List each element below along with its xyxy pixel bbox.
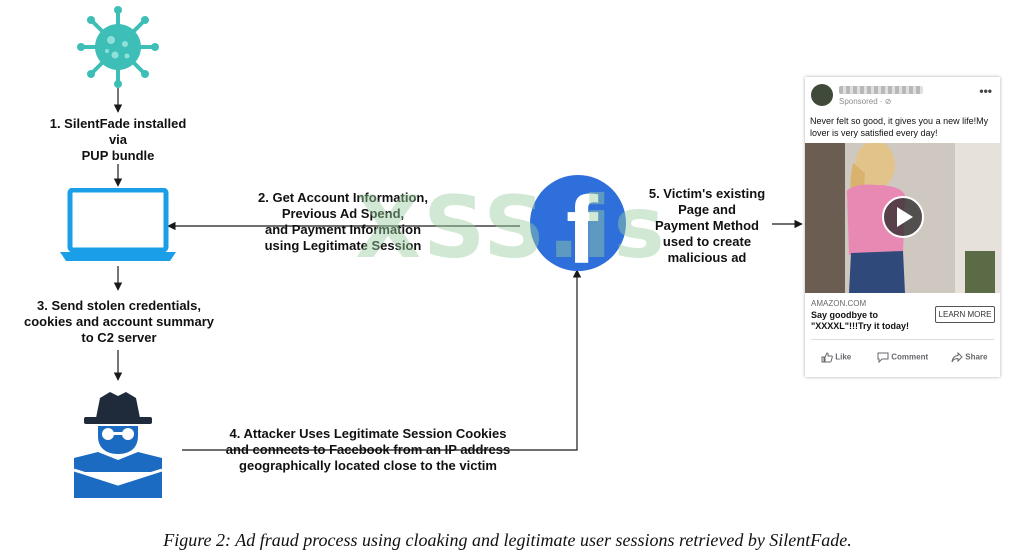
like-icon xyxy=(821,352,833,363)
step4-label: 4. Attacker Uses Legitimate Session Cook… xyxy=(188,426,548,474)
step1-line1: 1. SilentFade installed xyxy=(49,116,187,131)
step2-line3: and Payment Information xyxy=(264,222,422,237)
facebook-logo-letter: f xyxy=(566,177,598,272)
laptop-icon xyxy=(60,188,176,261)
step3-label: 3. Send stolen credentials, cookies and … xyxy=(4,298,234,346)
ad-headline: Say goodbye to "XXXXL"!!!Try it today! xyxy=(811,310,929,332)
step2-line1: 2. Get Account Information, xyxy=(258,190,428,205)
ad-avatar xyxy=(811,84,833,106)
step3-line2: cookies and account summary xyxy=(23,314,214,329)
step1-line3: PUP bundle xyxy=(81,148,155,163)
step3-line3: to C2 server xyxy=(81,330,157,345)
step2-line2: Previous Ad Spend, xyxy=(281,206,405,221)
ad-header: Sponsored · ⊘ ••• xyxy=(809,82,996,108)
share-button[interactable]: Share xyxy=(951,351,988,363)
ad-sponsored-label: Sponsored · ⊘ xyxy=(839,97,892,106)
step4-line2: and connects to Facebook from an IP addr… xyxy=(225,442,511,457)
step5-label: 5. Victim's existing Page and Payment Me… xyxy=(632,186,782,266)
malicious-ad-post: Sponsored · ⊘ ••• Never felt so good, it… xyxy=(805,77,1000,377)
step4-line3: geographically located close to the vict… xyxy=(239,458,497,473)
step1-label: 1. SilentFade installed via PUP bundle xyxy=(20,116,216,164)
comment-icon xyxy=(877,352,889,364)
ad-video-thumbnail[interactable] xyxy=(805,143,1000,293)
ad-divider xyxy=(811,339,994,340)
share-icon xyxy=(951,351,963,363)
ad-headline-line1: Say goodbye to xyxy=(811,310,879,320)
step5-line1: 5. Victim's existing xyxy=(648,186,766,201)
learn-more-button[interactable]: LEARN MORE xyxy=(935,306,995,323)
ad-headline-line2: "XXXXL"!!!Try it today! xyxy=(811,321,910,331)
facebook-logo-icon: f xyxy=(530,175,626,271)
attacker-icon xyxy=(73,392,163,498)
step4-line1: 4. Attacker Uses Legitimate Session Cook… xyxy=(229,426,507,441)
step5-line3: Payment Method xyxy=(654,218,759,233)
comment-label: Comment xyxy=(891,352,929,362)
step5-line5: malicious ad xyxy=(667,250,747,265)
step2-label: 2. Get Account Information, Previous Ad … xyxy=(228,190,458,254)
ad-video-image xyxy=(805,143,1000,293)
ad-body-text: Never felt so good, it gives you a new l… xyxy=(810,116,989,138)
ad-domain: AMAZON.COM xyxy=(811,299,867,308)
step2-line4: using Legitimate Session xyxy=(264,238,422,253)
share-label: Share xyxy=(965,352,988,362)
comment-button[interactable]: Comment xyxy=(877,352,929,364)
like-label: Like xyxy=(835,352,852,362)
like-button[interactable]: Like xyxy=(821,352,851,363)
arrow-attacker-to-facebook xyxy=(182,269,582,451)
ad-page-name-blurred xyxy=(839,86,923,94)
figure-caption: Figure 2: Ad fraud process using cloakin… xyxy=(163,530,852,550)
virus-icon xyxy=(77,6,159,88)
ad-menu-icon[interactable]: ••• xyxy=(979,84,992,98)
step5-line4: used to create xyxy=(662,234,752,249)
step1-line2: via xyxy=(108,132,128,147)
step5-line2: Page and xyxy=(678,202,736,217)
step3-line1: 3. Send stolen credentials, xyxy=(37,298,201,313)
